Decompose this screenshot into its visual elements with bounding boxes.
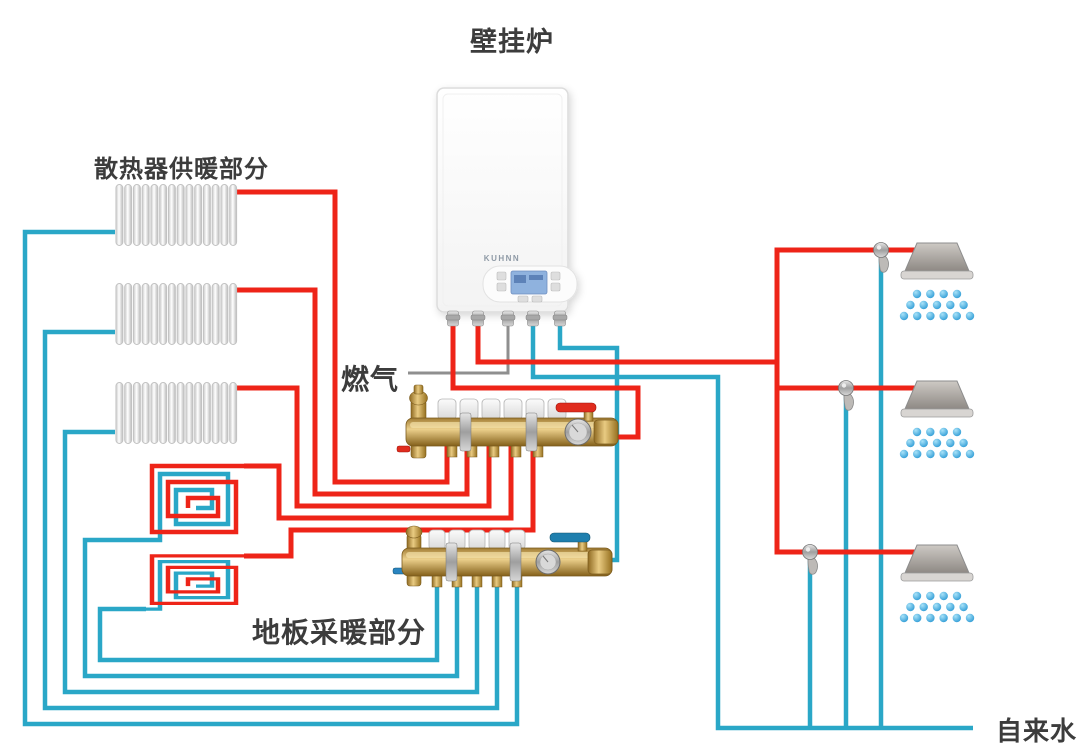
radiator-section-label: 散热器供暖部分	[94, 156, 269, 183]
water-droplets-icon	[899, 591, 975, 623]
valve-handle-blue	[549, 532, 591, 543]
shower-valve-icon	[838, 380, 855, 411]
cold-return-pipes	[22, 229, 973, 731]
boiler-title-label: 壁挂炉	[470, 27, 554, 57]
floor-coil-icon	[146, 466, 244, 540]
pipe-radiator1-return	[22, 229, 520, 727]
boiler-fitting	[445, 310, 461, 327]
pipe-radiator2-return	[42, 329, 500, 711]
valve-handle-red	[555, 402, 597, 413]
tap-water-label: 自来水	[996, 716, 1078, 746]
shower-valve-icon	[802, 544, 819, 575]
water-droplets-icon	[899, 289, 975, 321]
pipe-heating-supply	[450, 318, 641, 440]
shower-valve-icon	[873, 242, 890, 273]
pipe-radiator3-supply	[237, 385, 492, 509]
pipe-shower-riser	[774, 247, 916, 555]
radiator-icon	[115, 382, 238, 444]
radiator-icon	[115, 283, 238, 345]
boiler-button	[517, 295, 529, 303]
pipe-radiator2-supply	[237, 287, 470, 497]
pipe-floorloop2-return	[97, 572, 440, 663]
gas-pipe	[408, 318, 510, 375]
boiler-brand: KUHNN	[484, 254, 520, 263]
radiator-icon	[115, 184, 238, 246]
hot-supply-pipes	[237, 189, 916, 559]
boiler-fitting	[470, 310, 486, 327]
pipe-heating-return-to-boiler	[557, 318, 620, 563]
boiler-button	[531, 295, 543, 303]
pipe-radiator1-supply	[237, 189, 450, 485]
gas-inlet-label: 燃气	[341, 364, 400, 395]
boiler-fitting	[525, 310, 541, 327]
pipe-radiator3-return	[62, 429, 480, 695]
pipe-dhw-hot	[475, 318, 777, 365]
boiler-button	[550, 271, 561, 281]
boiler-fitting	[500, 310, 516, 327]
boiler-control-panel	[482, 265, 578, 303]
boiler-button	[496, 282, 507, 292]
floor-coil-icon	[146, 556, 244, 609]
supply-manifold-icon	[396, 384, 619, 459]
drain-valve-red	[396, 445, 411, 453]
pipe-floorloop1-return	[82, 537, 460, 679]
boiler: KUHNN	[436, 87, 578, 313]
boiler-button	[550, 282, 561, 292]
boiler-fitting	[552, 310, 568, 327]
pipe-floorloop2-supply	[244, 446, 536, 559]
floor-heating-section-label: 地板采暖部分	[252, 617, 427, 648]
boiler-button	[496, 271, 507, 281]
return-manifold-icon	[392, 525, 613, 588]
water-droplets-icon	[899, 427, 975, 459]
pipe-tap-water-to-boiler	[530, 318, 973, 731]
pipe-floorloop1-supply	[244, 446, 514, 521]
